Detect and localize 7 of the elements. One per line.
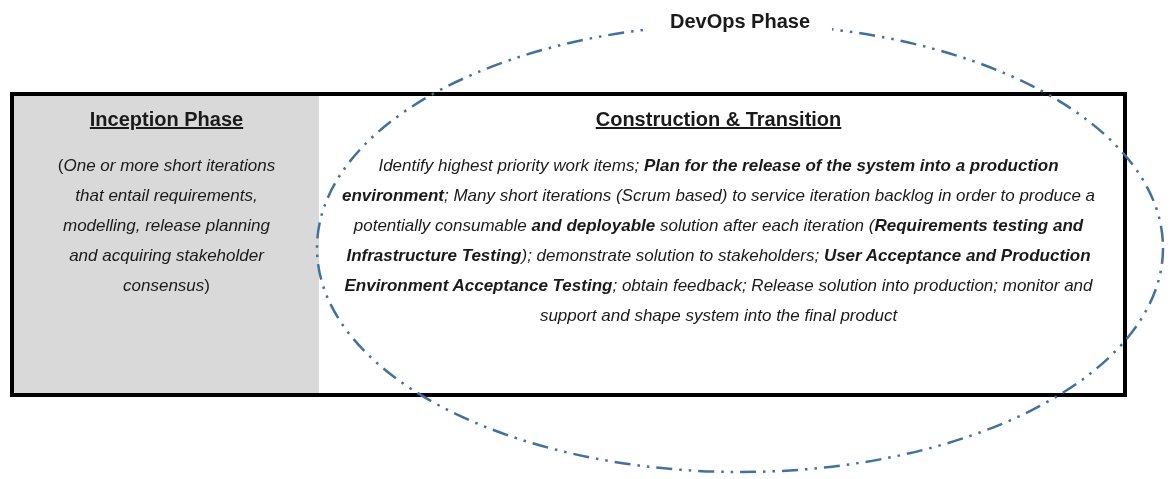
panel-heading: Construction & Transition <box>595 108 842 131</box>
panel-description: (One or more short iterations that entail requirements, modelling, release planning and acquiring stakeholder consensus) <box>56 155 277 297</box>
ellipse-title: DevOps Phase <box>647 10 833 33</box>
panel-description: Identify highest priority work items; Plan for the release of the system into a production environment; Many short iterations (Scrum based) to service iteration backlog in order to produce a potentially consumable and deployable solution after each iteration (Requirements testing and Infrastructure Testing); demonstrate solution to stakeholders; User Acceptance and Production Environment Acceptance Testing; obtain feedback; Release solution into production; monitor and support and shape system into the final product <box>340 155 1097 327</box>
phase-table <box>10 92 1127 397</box>
shaded-panel <box>14 96 319 393</box>
panel-heading: Inception Phase <box>89 108 244 131</box>
